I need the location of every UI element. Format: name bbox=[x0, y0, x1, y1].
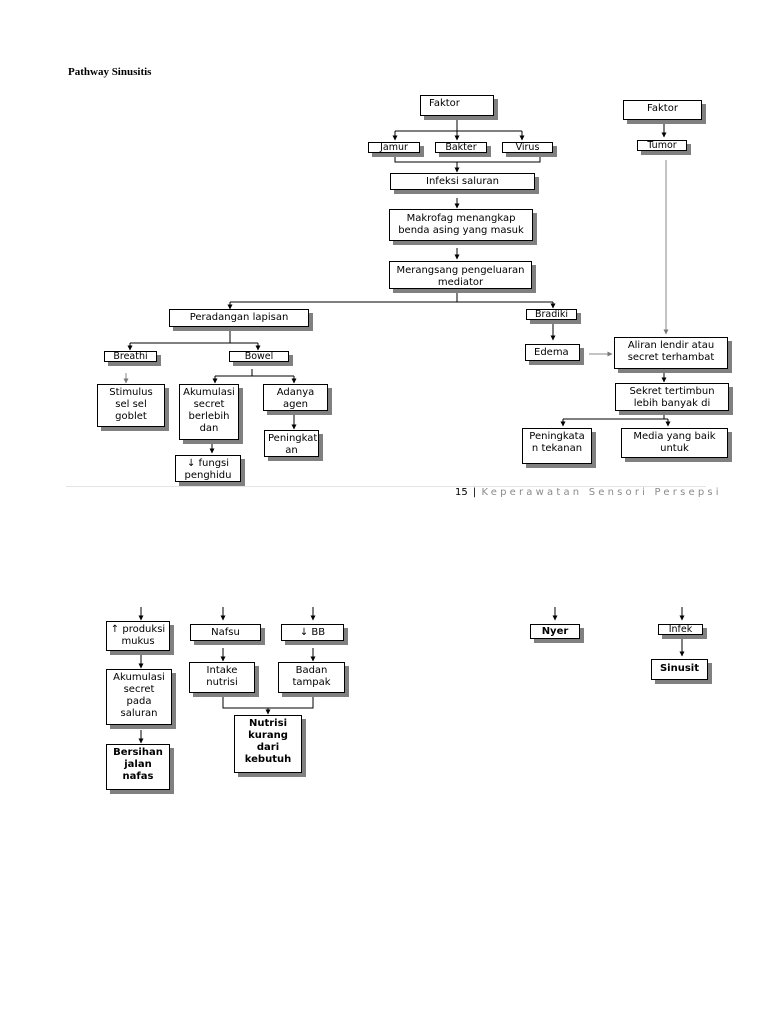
box-nyeri: Nyer bbox=[530, 624, 580, 639]
connector bbox=[394, 156, 541, 163]
box-bowel: Bowel bbox=[229, 351, 289, 362]
box-sinusitis: Sinusit bbox=[651, 659, 708, 680]
box-sekret-tertimbun: Sekret tertimbun lebih banyak di bbox=[615, 383, 729, 411]
box-infeksi-saluran: Infeksi saluran bbox=[390, 173, 535, 190]
box-tumor: Tumor bbox=[637, 140, 687, 151]
box-breathi: Breathi bbox=[104, 351, 157, 362]
box-infeksi: Infek bbox=[658, 624, 703, 635]
box-fungsi-penghidu: ↓ fungsi penghidu bbox=[175, 455, 241, 482]
box-nafsu: Nafsu bbox=[190, 624, 261, 641]
box-faktor-1: Faktor bbox=[420, 95, 494, 116]
box-makrofag: Makrofag menangkap benda asing yang masu… bbox=[389, 209, 533, 241]
box-bb: ↓ BB bbox=[281, 624, 344, 641]
box-bersihan-jalan-nafas: Bersihan jalan nafas bbox=[106, 744, 170, 790]
box-aliran-lendir: Aliran lendir atau secret terhambat bbox=[614, 337, 728, 369]
box-bradiki: Bradiki bbox=[526, 309, 577, 320]
box-media: Media yang baik untuk bbox=[621, 428, 728, 458]
box-edema: Edema bbox=[525, 344, 580, 361]
footer-separator: | bbox=[472, 487, 477, 498]
box-akumulasi-2: Akumulasi secret pada saluran bbox=[106, 669, 172, 725]
box-merangsang: Merangsang pengeluaran mediator bbox=[389, 261, 532, 289]
box-adanya-agen: Adanya agen bbox=[263, 384, 328, 411]
box-peningkatan-2: Peningkata n tekanan bbox=[522, 428, 592, 464]
footer-rule bbox=[66, 486, 706, 487]
connector bbox=[222, 695, 314, 709]
diagram-title: Pathway Sinusitis bbox=[68, 66, 152, 78]
box-peradangan: Peradangan lapisan bbox=[169, 309, 309, 327]
box-nutrisi-kurang: Nutrisi kurang dari kebutuh bbox=[234, 715, 302, 773]
box-badan-tampak: Badan tampak bbox=[278, 662, 345, 693]
footer-text: Keperawatan Sensori Persepsi bbox=[481, 487, 722, 498]
box-bakteri: Bakter bbox=[435, 142, 487, 153]
box-virus: Virus bbox=[502, 142, 553, 153]
page-number: 15 bbox=[455, 487, 468, 498]
box-peningkatan-1: Peningkat an bbox=[264, 430, 319, 457]
box-produksi-mukus: ↑ produksi mukus bbox=[106, 621, 170, 651]
box-faktor-2: Faktor bbox=[623, 100, 702, 120]
box-akumulasi-1: Akumulasi secret berlebih dan bbox=[179, 384, 239, 440]
box-intake-nutrisi: Intake nutrisi bbox=[189, 662, 255, 693]
box-jamur: Jamur bbox=[368, 142, 420, 153]
page-footer: 15 | Keperawatan Sensori Persepsi bbox=[455, 487, 722, 498]
box-stimulus: Stimulus sel sel goblet bbox=[97, 384, 165, 427]
